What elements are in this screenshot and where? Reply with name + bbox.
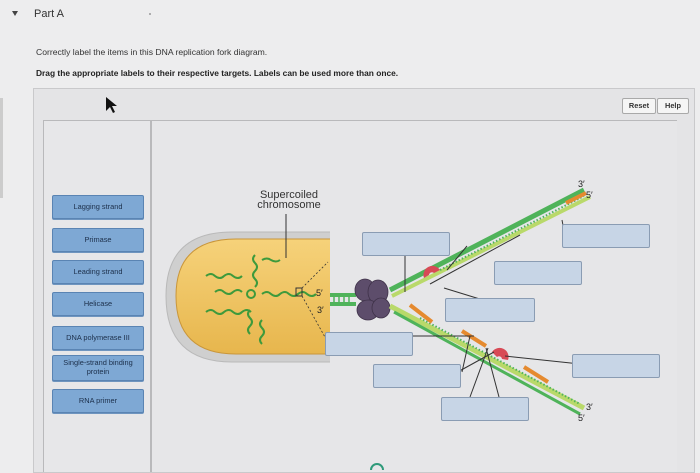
zoom-box	[295, 287, 303, 297]
divider-dot	[149, 13, 151, 15]
okazaki-fragments	[408, 303, 550, 384]
help-button[interactable]: Help	[657, 98, 689, 114]
drop-target-5[interactable]	[325, 332, 413, 356]
drop-target-4[interactable]	[445, 298, 535, 322]
drop-target-6[interactable]	[572, 354, 660, 378]
drop-target-7[interactable]	[373, 364, 461, 388]
bottom-template-strand	[388, 303, 586, 416]
drop-target-1[interactable]	[362, 232, 450, 256]
supercoiled-chromosome-label: Supercoiled chromosome	[257, 189, 321, 211]
arm-segment	[429, 234, 521, 285]
left-edge-rule	[0, 98, 3, 198]
prime-5-top: 5′	[586, 190, 593, 200]
prime-5-bottom: 5′	[578, 413, 585, 423]
label-helicase[interactable]: Helicase	[52, 292, 144, 316]
mouse-cursor-icon	[106, 97, 117, 113]
helicase-enzyme	[354, 278, 391, 321]
prime-3-top: 3′	[578, 179, 585, 189]
top-template-strand	[388, 187, 591, 298]
zoom-line-bottom	[301, 295, 331, 347]
label-single-strand-binding-protein[interactable]: Single-strand binding protein	[52, 355, 144, 381]
label-primase[interactable]: Primase	[52, 228, 144, 252]
part-header[interactable]: Part A	[0, 0, 700, 28]
drop-target-8[interactable]	[441, 397, 529, 421]
polymerase-top	[423, 265, 440, 278]
label-rna-primer[interactable]: RNA primer	[52, 389, 144, 413]
prime-3-bottom: 3′	[586, 402, 593, 412]
prime-5-left: 5′	[316, 288, 323, 298]
drop-target-3[interactable]	[494, 261, 582, 285]
label-dna-polymerase-iii[interactable]: DNA polymerase III	[52, 326, 144, 350]
part-title: Part A	[34, 8, 64, 20]
label-leading-strand[interactable]: Leading strand	[52, 260, 144, 284]
drop-target-2[interactable]	[562, 224, 650, 248]
supercoiled-chromosome	[205, 254, 317, 345]
prime-3-left: 3′	[317, 305, 324, 315]
parent-dna-duplex	[330, 293, 356, 306]
collapse-icon[interactable]	[12, 11, 18, 16]
loading-icon	[370, 463, 384, 471]
reset-button[interactable]: Reset	[622, 98, 656, 114]
instruction-text: Correctly label the items in this DNA re…	[36, 47, 268, 57]
polymerase-bottom	[492, 347, 509, 360]
drag-instruction: Drag the appropriate labels to their res…	[36, 68, 399, 78]
label-lagging-strand[interactable]: Lagging strand	[52, 195, 144, 219]
